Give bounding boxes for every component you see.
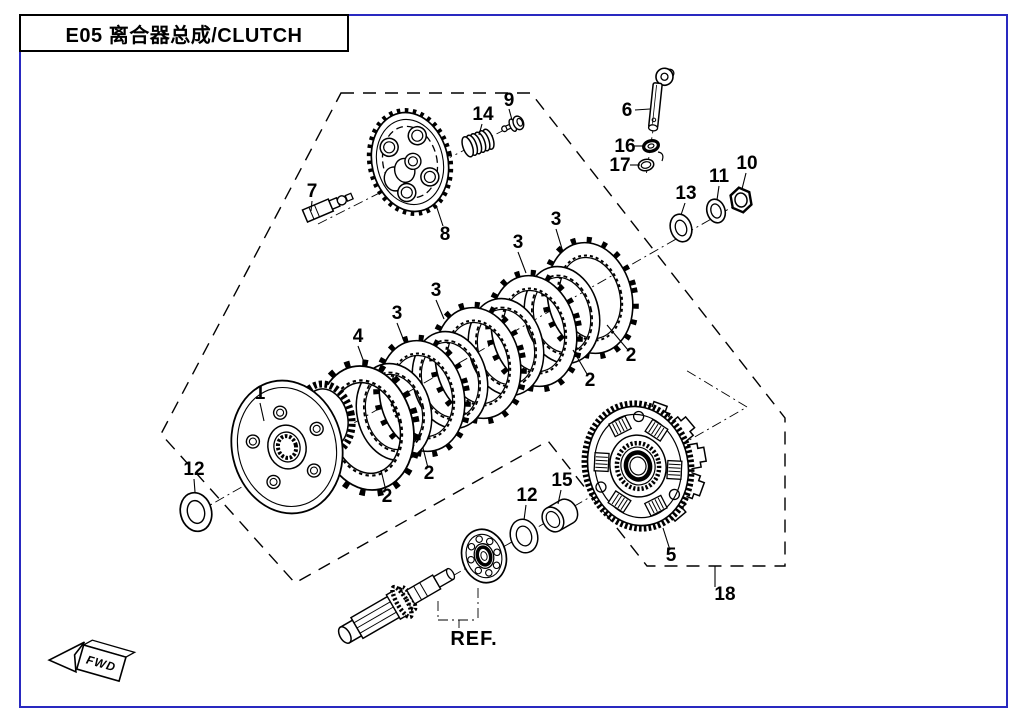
part-10-nut [729,186,753,214]
callout-3-label: 3 [431,280,442,301]
ref-ball-bearing [460,528,508,584]
part-8-pressure-plate [366,108,454,216]
part-7-push-rod [301,192,354,223]
part-9-bolt [501,115,525,133]
callout-2-label: 2 [424,463,435,484]
callout-11-label: 11 [709,166,730,187]
part-15-bushing [541,498,579,533]
callout-18-label: 18 [714,584,735,605]
pressure-plate-posts [379,125,440,203]
part-12-washer-mid [509,518,539,554]
callout-1-label: 1 [255,383,266,404]
part-12-washer-left [179,491,213,533]
part-11-washer [705,198,727,224]
callout-17-label: 17 [609,155,630,176]
part-16-washer [642,139,660,153]
part-14-spring [461,128,495,158]
callout-14-label: 14 [472,104,494,125]
callout-12-label: 12 [516,485,537,506]
page-border-frame [19,14,1008,708]
assembly-group-outline [160,92,786,584]
ref-bracket [437,588,479,628]
callout-6-label: 6 [622,100,633,121]
callout-16-label: 16 [614,136,635,157]
fwd-arrow: FWD [47,639,137,683]
pipe-clip-hook [657,151,664,162]
callout-10-label: 10 [736,153,757,174]
callout-labels: 7 14 9 8 6 16 17 13 11 10 3 3 3 3 4 2 2 … [183,90,757,650]
callout-9-label: 9 [504,90,515,111]
part-13-washer [669,213,693,243]
ref-callout-label: REF. [450,628,497,650]
callout-2-label: 2 [585,370,596,391]
callout-2-label: 2 [382,486,393,507]
hub-bolt-holes [245,405,324,490]
part-17-o-ring [637,158,655,172]
page-title: E05 离合器总成/CLUTCH [65,24,303,47]
callout-3-label: 3 [551,209,562,230]
part-5-clutch-basket [581,399,708,532]
leader-lines [193,108,747,587]
callout-7-label: 7 [307,181,318,202]
callout-5-label: 5 [666,545,677,566]
callout-8-label: 8 [440,224,451,245]
diagram-title-box: E05 离合器总成/CLUTCH [19,14,349,52]
callout-12-label: 12 [183,459,204,480]
ref-input-shaft [337,567,456,644]
callout-13-label: 13 [675,183,696,204]
callout-3-label: 3 [392,303,403,324]
part-1-clutch-hub [230,379,356,515]
callout-2-label: 2 [626,345,637,366]
callout-3-label: 3 [513,232,524,253]
part-6-oil-pipe [647,67,675,132]
callout-15-label: 15 [551,470,573,491]
bearing-balls [467,535,501,577]
callout-4-label: 4 [353,326,364,347]
